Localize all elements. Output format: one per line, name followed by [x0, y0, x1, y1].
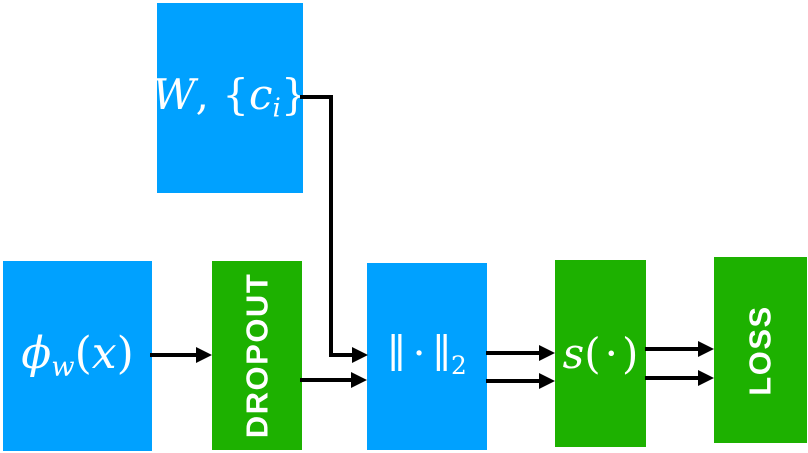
arrowhead-norm-to-score-lower	[539, 373, 555, 389]
feature-extractor-label: ϕw(x)	[21, 327, 134, 383]
feature-extractor-box: ϕw(x)	[3, 261, 152, 451]
connector-norm-to-score-lower	[486, 379, 540, 383]
connector-codebook-to-norm-v	[329, 95, 333, 357]
connector-codebook-to-norm-h2	[329, 353, 353, 357]
connector-score-to-loss-lower	[645, 376, 699, 380]
connector-features-to-dropout	[150, 353, 197, 357]
arrowhead-score-to-loss-lower	[698, 370, 714, 386]
loss-box: LOSS	[714, 257, 807, 443]
arrowhead-features-to-dropout	[196, 347, 212, 363]
connector-norm-to-score-upper	[486, 351, 540, 355]
scoring-label: s(·)	[562, 328, 639, 378]
arrowhead-score-to-loss-upper	[698, 341, 714, 357]
dropout-label: DROPOUT	[239, 272, 275, 439]
connector-codebook-to-norm-h1	[300, 95, 333, 99]
scoring-box: s(·)	[555, 260, 646, 447]
connector-score-to-loss-upper	[645, 347, 699, 351]
arrowhead-codebook-to-norm	[352, 347, 368, 363]
arrowhead-dropout-to-norm	[351, 372, 367, 388]
l2-norm-label: ∥·∥2	[387, 331, 467, 381]
connector-dropout-to-norm	[300, 378, 352, 382]
codebook-box: W, {ci}	[152, 3, 308, 193]
loss-label: LOSS	[743, 304, 778, 396]
codebook-label: W, {ci}	[152, 70, 308, 124]
arrowhead-norm-to-score-upper	[539, 345, 555, 361]
l2-norm-box: ∥·∥2	[367, 263, 487, 450]
dropout-box: DROPOUT	[212, 261, 302, 450]
